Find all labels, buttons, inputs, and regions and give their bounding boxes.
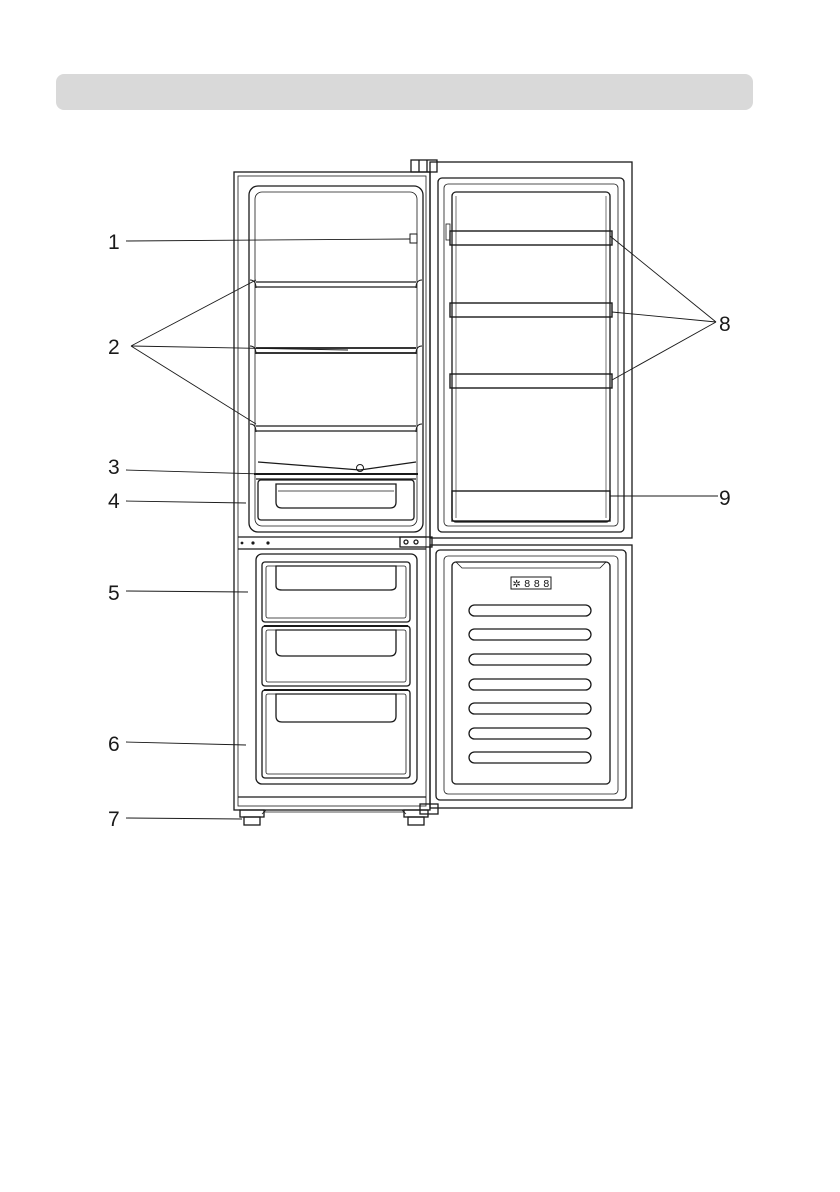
callout-1: 1 <box>108 231 120 254</box>
interior-light <box>410 234 417 243</box>
callout-9: 9 <box>719 487 731 510</box>
callout-5: 5 <box>108 582 120 605</box>
crisper-cover <box>254 462 418 479</box>
glass-shelves <box>250 280 422 432</box>
callout-7: 7 <box>108 808 120 831</box>
freezer-door-ridges <box>469 605 591 763</box>
divider-dots <box>241 541 270 544</box>
callout-2: 2 <box>108 336 120 359</box>
crisper-drawer <box>258 480 414 520</box>
callout-4: 4 <box>108 490 120 513</box>
callout-8: 8 <box>719 313 731 336</box>
fridge-door <box>430 162 632 538</box>
door-balconies <box>446 224 612 521</box>
freezer-drawers <box>262 562 410 778</box>
callout-3: 3 <box>108 456 120 479</box>
adjustable-feet <box>240 810 428 825</box>
callout-6: 6 <box>108 733 120 756</box>
freezer-display-glyphs: ✲ 8 8 8 <box>512 579 549 590</box>
